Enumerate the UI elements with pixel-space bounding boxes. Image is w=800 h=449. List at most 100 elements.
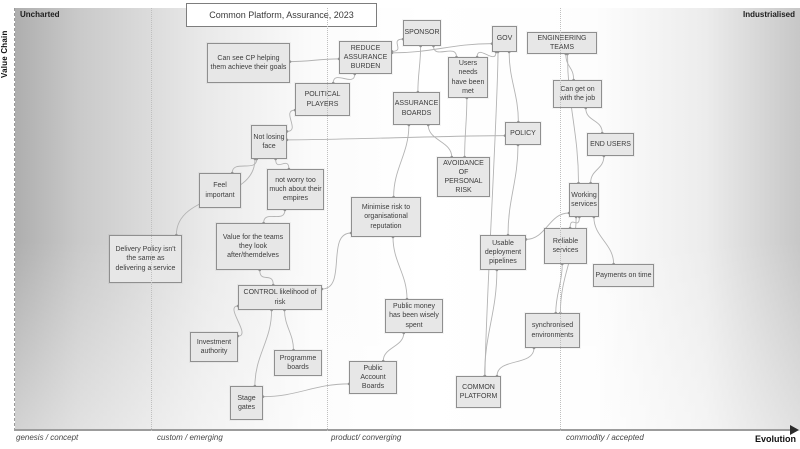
zone-divider-0 <box>151 8 152 431</box>
node-label: GOV <box>496 35 513 43</box>
node-label: Users needs have been met <box>451 60 485 95</box>
node-label: Not losing face <box>253 133 285 150</box>
node-stage-gates[interactable]: Stage gates <box>230 386 263 420</box>
node-label: Public money has been wisely spent <box>389 303 439 329</box>
node-users-needs[interactable]: Users needs have been met <box>448 57 488 98</box>
node-can-get-on[interactable]: Can get on with the job <box>553 80 602 108</box>
node-minimise-risk[interactable]: Minimise risk to organisational reputati… <box>351 197 421 237</box>
node-label: Can see CP helping them achieve their go… <box>210 54 287 71</box>
edge-not-losing-face--not-worry <box>275 158 290 170</box>
stage-label-0: genesis / concept <box>16 433 79 442</box>
node-label: END USERS <box>590 140 631 148</box>
node-label: Working services <box>571 191 597 208</box>
edge-engineering-teams--working-services <box>567 53 579 184</box>
zone-divider-1 <box>327 8 328 431</box>
edge-gov--users-needs <box>476 51 497 58</box>
edge-control-risk--programme-boards <box>284 309 294 351</box>
node-label: Reliable services <box>552 237 579 254</box>
node-label: Usable deployment pipelines <box>484 239 522 266</box>
node-control-risk[interactable]: CONTROL likelihood of risk <box>238 285 322 310</box>
node-label: Delivery Policy isn't the same as delive… <box>115 246 176 272</box>
edge-engineering-teams--can-get-on <box>565 53 575 81</box>
edge-political-players--reduce-assurance-burden <box>332 73 356 84</box>
edge-political-players--not-losing-face <box>286 109 296 132</box>
edge-usable-pipelines--working-services <box>525 212 570 240</box>
edge-stage-gates--public-account-boards <box>262 383 350 398</box>
edge-value-teams--control-risk <box>259 269 274 286</box>
node-label: Stage gates <box>237 394 256 411</box>
node-synchronised-environments[interactable]: synchronised environments <box>525 313 580 348</box>
node-label: Payments on time <box>595 271 652 279</box>
node-label: Public Account Boards <box>360 364 386 391</box>
edge-control-risk--minimise-risk <box>321 232 352 290</box>
edge-can-get-on--end-users <box>585 107 603 134</box>
node-engineering-teams[interactable]: ENGINEERING TEAMS <box>527 32 597 54</box>
edge-gov--common-platform <box>484 51 499 377</box>
node-label: Feel important <box>205 182 235 199</box>
edge-minimise-risk--public-money <box>392 236 408 300</box>
node-payments-on-time[interactable]: Payments on time <box>593 264 654 287</box>
node-feel-important[interactable]: Feel important <box>199 173 241 208</box>
evolution-axis-arrow-icon <box>790 425 799 435</box>
node-usable-pipelines[interactable]: Usable deployment pipelines <box>480 235 526 270</box>
industrialised-label: Industrialised <box>742 10 795 19</box>
edge-can-see-cp--reduce-assurance-burden <box>289 58 340 63</box>
node-common-platform[interactable]: COMMON PLATFORM <box>456 376 501 408</box>
edge-end-users--working-services <box>590 155 605 184</box>
node-not-losing-face[interactable]: Not losing face <box>251 125 287 159</box>
map-title: Common Platform, Assurance, 2023 <box>186 3 377 27</box>
node-working-services[interactable]: Working services <box>569 183 599 217</box>
node-delivery-policy[interactable]: Delivery Policy isn't the same as delive… <box>109 235 182 283</box>
value-chain-axis <box>14 8 15 431</box>
node-reliable-services[interactable]: Reliable services <box>544 228 587 264</box>
node-sponsor[interactable]: SPONSOR <box>403 20 441 46</box>
node-value-teams[interactable]: Value for the teams they look after/them… <box>216 223 290 270</box>
node-programme-boards[interactable]: Programme boards <box>274 350 322 376</box>
edge-working-services--payments-on-time <box>593 216 615 265</box>
edge-reliable-services--synchronised-environments <box>555 263 563 314</box>
node-label: not worry too much about their empires <box>269 176 322 203</box>
node-political-players[interactable]: POLITICAL PLAYERS <box>295 83 350 116</box>
evolution-axis <box>14 429 792 431</box>
edge-policy--usable-pipelines <box>507 144 519 236</box>
node-label: ENGINEERING TEAMS <box>537 34 587 51</box>
node-label: POLICY <box>510 129 536 137</box>
edge-not-worry--value-teams <box>263 209 286 224</box>
edge-common-platform--synchronised-environments <box>496 347 535 377</box>
edge-assurance-boards--minimise-risk <box>393 124 410 198</box>
node-label: REDUCE ASSURANCE BURDEN <box>343 44 388 71</box>
edge-public-money--public-account-boards <box>382 332 405 362</box>
node-not-worry[interactable]: not worry too much about their empires <box>267 169 324 210</box>
edge-reduce-assurance-burden--gov <box>391 43 493 54</box>
node-investment-authority[interactable]: Investment authority <box>190 332 238 362</box>
node-label: Value for the teams they look after/them… <box>222 233 284 260</box>
edge-assurance-boards--avoidance-personal-risk <box>427 124 453 158</box>
node-assurance-boards[interactable]: ASSURANCE BOARDS <box>393 92 440 125</box>
edge-sponsor--users-needs <box>433 45 457 58</box>
node-public-money[interactable]: Public money has been wisely spent <box>385 299 443 333</box>
node-policy[interactable]: POLICY <box>505 122 541 145</box>
node-label: Minimise risk to organisational reputati… <box>361 204 411 230</box>
edge-users-needs--avoidance-personal-risk <box>464 97 468 158</box>
node-gov[interactable]: GOV <box>492 26 517 52</box>
edge-working-services--reliable-services <box>569 216 580 229</box>
node-label: synchronised environments <box>531 322 574 339</box>
node-reduce-assurance-burden[interactable]: REDUCE ASSURANCE BURDEN <box>339 41 392 74</box>
node-avoidance-personal-risk[interactable]: AVOIDANCE OF PERSONAL RISK <box>437 157 490 197</box>
stage-label-3: commodity / accepted <box>566 433 644 442</box>
node-label: POLITICAL PLAYERS <box>304 91 341 108</box>
node-label: ASSURANCE BOARDS <box>394 100 439 117</box>
edge-sponsor--reduce-assurance-burden <box>391 38 404 52</box>
node-label: CONTROL likelihood of risk <box>243 289 317 306</box>
node-label: Investment authority <box>196 338 232 355</box>
stage-label-2: product/ converging <box>331 433 402 442</box>
edge-not-losing-face--policy <box>286 135 506 141</box>
edge-usable-pipelines--common-platform <box>484 269 498 377</box>
node-label: SPONSOR <box>404 29 440 37</box>
edge-sponsor--assurance-boards <box>417 45 422 93</box>
stage-label-1: custom / emerging <box>157 433 223 442</box>
node-end-users[interactable]: END USERS <box>587 133 634 156</box>
node-public-account-boards[interactable]: Public Account Boards <box>349 361 397 394</box>
node-can-see-cp[interactable]: Can see CP helping them achieve their go… <box>207 43 290 83</box>
